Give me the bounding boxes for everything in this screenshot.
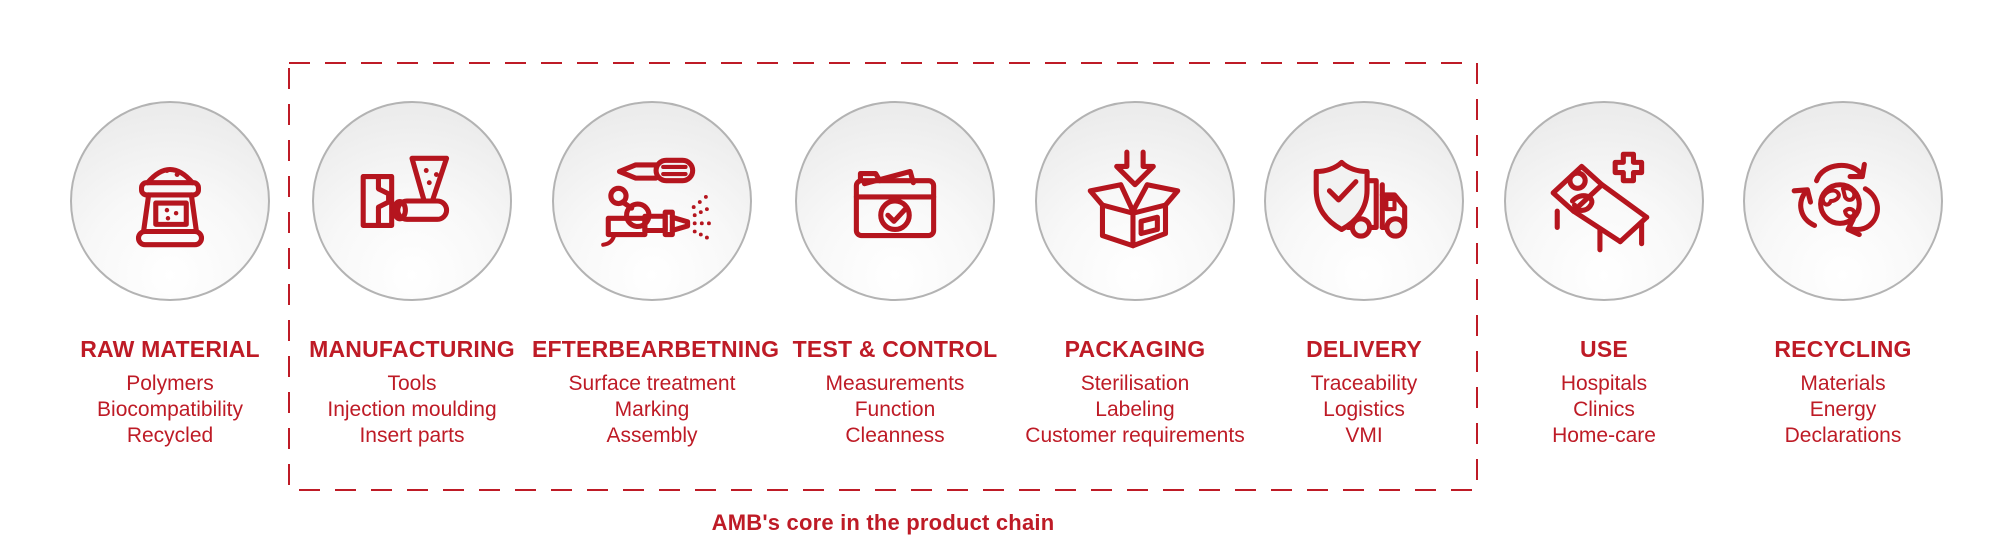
stage-item: Customer requirements (1025, 424, 1245, 447)
stage-title: EFTERBEARBETNING (532, 336, 780, 362)
stage-item: Labeling (1095, 398, 1175, 421)
open-box-icon (1087, 149, 1181, 249)
stage-items: Materials Energy Declarations (1723, 371, 1963, 449)
stage-title: TEST & CONTROL (792, 336, 998, 362)
stage-item: Logistics (1323, 398, 1405, 421)
stage-items: Traceability Logistics VMI (1244, 371, 1484, 449)
stage-use: USE Hospitals Clinics Home-care (1484, 101, 1724, 449)
dashed-rectangle (288, 62, 1478, 491)
stage-item: Tools (387, 372, 437, 395)
stage-title: MANUFACTURING (309, 336, 515, 362)
stage-items: Polymers Biocompatibility Recycled (50, 371, 290, 449)
stage-item: Biocompatibility (97, 398, 243, 421)
stage-efterbearbetning: EFTERBEARBETNING Surface treatment Marki… (532, 101, 780, 449)
stage-item: Measurements (825, 372, 965, 395)
stage-items: Sterilisation Labeling Customer requirem… (1015, 371, 1255, 449)
stage-items: Tools Injection moulding Insert parts (292, 371, 532, 449)
recycle-globe-icon (1791, 161, 1880, 238)
material-sack-icon (135, 166, 205, 248)
stage-item: VMI (1345, 424, 1383, 447)
stage-item: Assembly (606, 424, 698, 447)
stage-delivery: DELIVERY Traceability Logistics VMI (1244, 101, 1484, 449)
stage-circle (795, 101, 995, 301)
stage-items: Surface treatment Marking Assembly (532, 371, 772, 449)
stage-item: Home-care (1552, 424, 1656, 447)
stage-packaging: PACKAGING Sterilisation Labeling Custome… (1015, 101, 1255, 449)
stage-item: Sterilisation (1080, 372, 1190, 395)
stage-raw-material: RAW MATERIAL Polymers Biocompatibility R… (50, 101, 290, 449)
stage-circle (70, 101, 270, 301)
stage-circle (1504, 101, 1704, 301)
stage-item: Marking (614, 398, 690, 421)
stage-circle (552, 101, 752, 301)
stage-item: Materials (1800, 372, 1886, 395)
stage-item: Polymers (126, 372, 214, 395)
stage-circle (1035, 101, 1235, 301)
stage-title: USE (1580, 336, 1628, 362)
stage-manufacturing: MANUFACTURING Tools Injection moulding I… (292, 101, 532, 449)
stage-item: Declarations (1784, 424, 1902, 447)
stage-item: Insert parts (359, 424, 465, 447)
stage-circle (1743, 101, 1943, 301)
shield-truck-icon (1313, 159, 1408, 239)
core-boundary-box (288, 62, 1478, 491)
stage-item: Clinics (1573, 398, 1635, 421)
stage-items: Hospitals Clinics Home-care (1484, 371, 1724, 449)
stage-recycling: RECYCLING Materials Energy Declarations (1723, 101, 1963, 449)
stage-item: Traceability (1310, 372, 1418, 395)
stage-item: Recycled (126, 424, 214, 447)
stage-circle (312, 101, 512, 301)
hospital-bed-icon (1550, 151, 1650, 253)
folder-check-icon (853, 168, 937, 239)
stage-item: Surface treatment (568, 372, 736, 395)
stage-circle (1264, 101, 1464, 301)
stage-items: Measurements Function Cleanness (775, 371, 1015, 449)
stage-item: Function (854, 398, 936, 421)
stage-title: RECYCLING (1774, 336, 1912, 362)
stage-test-control: TEST & CONTROL Measurements Function Cle… (775, 101, 1015, 449)
stage-title: PACKAGING (1064, 336, 1206, 362)
stage-item: Cleanness (845, 424, 945, 447)
stage-title: RAW MATERIAL (80, 336, 260, 362)
core-caption: AMB's core in the product chain (711, 510, 1055, 535)
surface-treatment-icon (601, 157, 711, 247)
stage-title: DELIVERY (1306, 336, 1422, 362)
stage-item: Injection moulding (327, 398, 497, 421)
stage-item: Energy (1809, 398, 1877, 421)
injection-moulding-icon (360, 155, 450, 228)
stage-item: Hospitals (1560, 372, 1648, 395)
